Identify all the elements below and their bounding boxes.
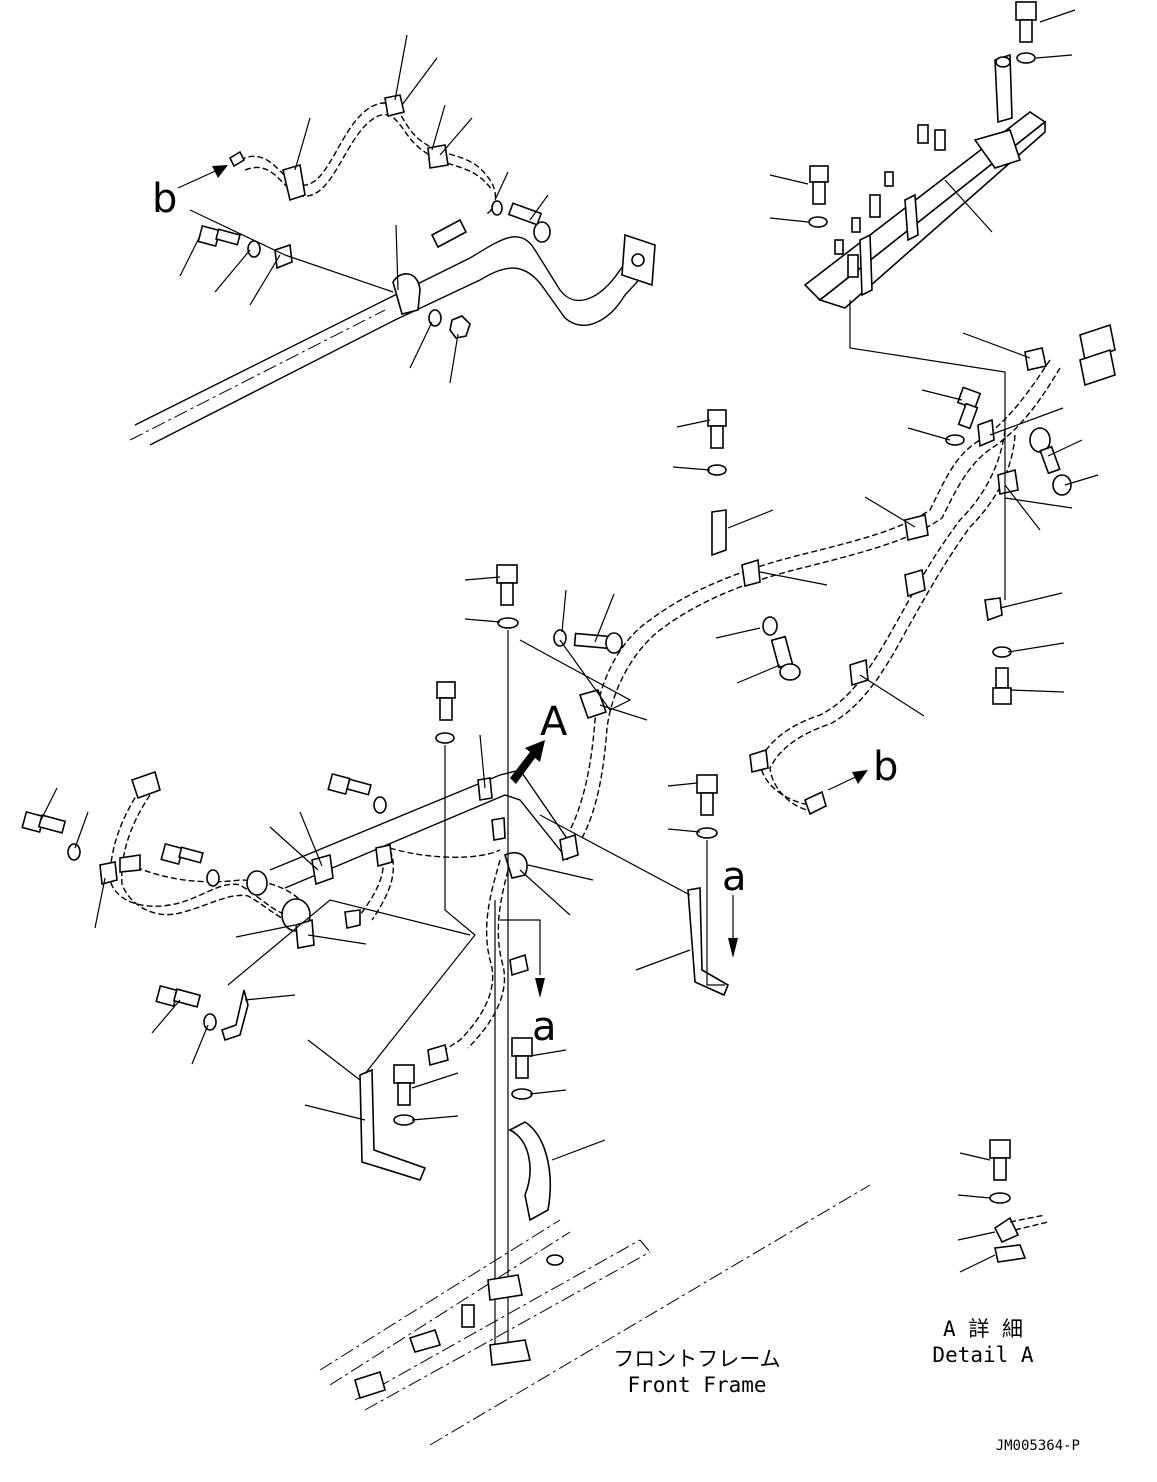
washer-icon — [393, 1114, 415, 1126]
bolt-icon — [327, 772, 372, 796]
washer-icon — [696, 827, 718, 839]
arrow-icon — [510, 740, 545, 784]
clamp-icon — [849, 658, 869, 687]
clamp-icon — [749, 748, 769, 773]
ref-a-upper-label: a — [722, 854, 747, 900]
washer-icon — [553, 629, 567, 647]
front-frame-caption-en: Front Frame — [627, 1373, 766, 1397]
connector-icon — [509, 953, 529, 977]
top-left-pipe-assembly: b — [129, 34, 656, 446]
bolt-icon — [160, 842, 204, 866]
bolt-icon — [507, 202, 551, 243]
clamp-icon — [99, 861, 118, 886]
connector-icon — [430, 218, 468, 249]
ref-a-lower-label: a — [532, 1004, 557, 1050]
bracket-icon — [508, 1121, 551, 1222]
arrow-icon — [827, 770, 868, 791]
clamp-icon — [904, 514, 929, 541]
connector-icon — [344, 909, 361, 929]
clamp-icon — [311, 853, 334, 886]
detail-A-view — [957, 1139, 1049, 1273]
bracket-icon — [711, 509, 727, 557]
connector-icon — [130, 770, 161, 800]
clamp-icon — [993, 1216, 1020, 1244]
washer-icon — [203, 1013, 217, 1031]
washer-icon — [989, 1192, 1011, 1204]
clamp-icon — [904, 568, 926, 598]
bolt-icon — [436, 681, 456, 721]
bolt-icon — [155, 984, 202, 1008]
connector-icon — [804, 790, 827, 816]
detail-caption-en: Detail A — [932, 1343, 1034, 1367]
lower-left-harness: A a a — [21, 630, 747, 1360]
clamp-icon — [1024, 347, 1047, 371]
clamp-icon — [491, 817, 506, 841]
front-frame-caption-jp: フロントフレーム — [613, 1347, 780, 1371]
clamp-icon — [282, 163, 306, 202]
clamp-icon — [997, 468, 1019, 495]
bolt-icon — [21, 810, 67, 834]
document-number: JM005364-P — [996, 1438, 1080, 1454]
clamp-icon — [977, 418, 995, 448]
washer-icon — [511, 1088, 533, 1100]
washer-icon — [808, 216, 828, 228]
bracket-icon — [295, 918, 315, 949]
bolt-icon — [989, 1139, 1011, 1181]
ref-b-lower-label: b — [873, 744, 898, 790]
connector-icon — [1079, 348, 1116, 387]
washer-icon — [707, 464, 727, 476]
bracket-icon — [221, 989, 249, 1042]
arrow-icon — [177, 165, 228, 189]
connector-icon — [228, 150, 246, 168]
ref-b-upper-label: b — [152, 176, 177, 222]
bolt-icon — [573, 632, 623, 654]
washer-icon — [491, 200, 503, 216]
bracket-icon — [984, 597, 1003, 622]
bolt-icon — [1015, 1, 1037, 43]
bolt-icon — [992, 667, 1012, 705]
main-wire-harness: b — [464, 323, 1116, 839]
top-right-terminal-bracket — [769, 1, 1076, 420]
connector-icon — [119, 854, 141, 873]
clamp-icon — [477, 777, 493, 801]
washer-icon — [945, 434, 965, 446]
bolt-icon — [956, 386, 982, 430]
clamp-icon — [559, 833, 579, 862]
washer-icon — [247, 240, 261, 258]
washer-icon — [497, 617, 519, 629]
bolt-icon — [770, 635, 801, 681]
front-frame-assembly — [304, 900, 871, 1446]
clamp-icon — [392, 273, 421, 315]
clamp-icon — [384, 94, 405, 117]
view-A-label: A — [540, 699, 568, 745]
washer-icon — [67, 843, 81, 861]
bracket-icon — [359, 1068, 427, 1181]
bolt-icon — [696, 774, 718, 816]
washer-icon — [1052, 474, 1072, 496]
bolt-icon — [393, 1064, 415, 1106]
connector-icon — [427, 1043, 449, 1067]
washer-icon — [373, 796, 387, 814]
bracket-icon — [687, 887, 730, 997]
washer-icon — [1016, 52, 1036, 64]
clamp-icon — [578, 689, 608, 720]
washer-icon — [762, 616, 778, 636]
bolt-icon — [197, 224, 241, 248]
bracket-icon — [994, 1244, 1027, 1263]
clamp-icon — [741, 558, 761, 588]
bolt-icon — [707, 409, 727, 449]
detail-caption-jp: A 詳 細 — [943, 1317, 1023, 1341]
bolt-icon — [511, 1037, 533, 1079]
bolt-icon — [809, 165, 829, 205]
connector-icon — [834, 124, 946, 278]
nut-icon — [449, 315, 471, 339]
washer-icon — [435, 732, 455, 744]
washer-icon — [206, 869, 220, 887]
bolt-icon — [1029, 427, 1061, 475]
bolt-icon — [496, 564, 518, 606]
clamp-icon — [375, 844, 393, 868]
